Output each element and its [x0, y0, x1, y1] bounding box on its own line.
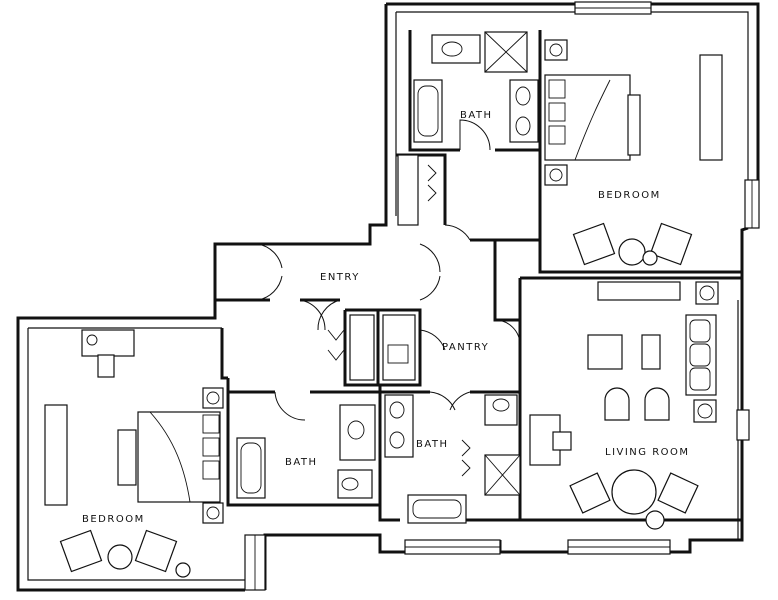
top-bedroom-furniture: [544, 39, 723, 266]
label-entry: ENTRY: [320, 272, 360, 283]
label-living-room: LIVING ROOM: [605, 447, 690, 458]
interior-walls: [215, 30, 742, 522]
pantry-fixtures: [327, 314, 416, 381]
room-labels: BATH BEDROOM ENTRY PANTRY BATH LIVING RO…: [82, 110, 690, 525]
windows: [244, 1, 760, 591]
label-bedroom-top: BEDROOM: [598, 190, 661, 201]
living-room-furniture: [529, 281, 719, 530]
label-bath-middle: BATH: [285, 457, 318, 468]
top-bath-fixtures: [397, 31, 539, 226]
middle-bath-fixtures: [236, 404, 376, 499]
label-bedroom-left: BEDROOM: [82, 514, 145, 525]
doors: [257, 119, 521, 421]
left-bedroom-furniture: [44, 329, 224, 578]
label-pantry: PANTRY: [442, 342, 489, 353]
label-bath-top: BATH: [460, 110, 493, 121]
right-bath-fixtures: [384, 394, 521, 524]
label-bath-right: BATH: [416, 439, 449, 450]
